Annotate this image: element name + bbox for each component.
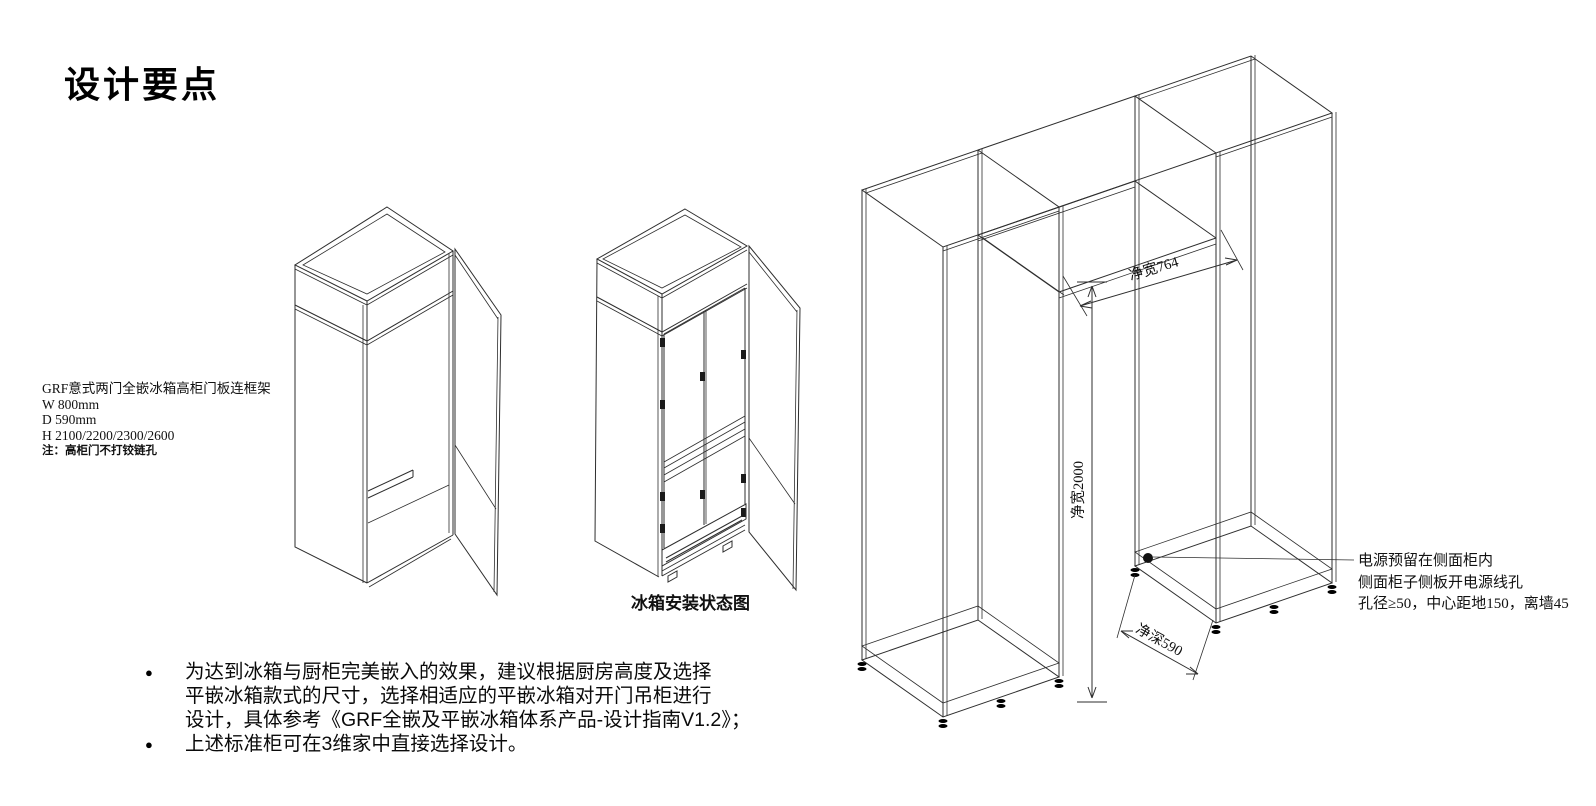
power-note-line: 侧面柜子侧板开电源线孔 bbox=[1358, 574, 1524, 591]
bullet-line: 上述标准柜可在3维家中直接选择设计。 bbox=[185, 733, 528, 755]
bullet-line: 平嵌冰箱款式的尺寸，选择相适应的平嵌冰箱对开门吊柜进行 bbox=[185, 685, 712, 707]
bullet-text: 上述标准柜可在3维家中直接选择设计。 bbox=[185, 732, 527, 756]
bullet-text: 为达到冰箱与厨柜完美嵌入的效果，建议根据厨房高度及选择 平嵌冰箱款式的尺寸，选择… bbox=[185, 660, 751, 732]
bullet-item: ● 上述标准柜可在3维家中直接选择设计。 bbox=[145, 732, 805, 757]
vent-grille bbox=[661, 503, 747, 567]
spec-height: H 2100/2200/2300/2600 bbox=[42, 427, 175, 443]
page-title: 设计要点 bbox=[64, 64, 221, 105]
bullet-line: 设计，具体参考《GRF全嵌及平嵌冰箱体系产品-设计指南V1.2》； bbox=[185, 709, 751, 731]
dim-opening-height: 净宽2000 bbox=[1070, 281, 1107, 703]
spec-note: 注：高柜门不打铰链孔 bbox=[42, 445, 157, 457]
spec-depth: D 590mm bbox=[42, 412, 97, 427]
power-note: 电源预留在侧面柜内 侧面柜子侧板开电源线孔 孔径≥50，中心距地150，离墙45 bbox=[1358, 551, 1596, 616]
bullet-marker: ● bbox=[145, 737, 153, 752]
power-leader-line bbox=[1152, 556, 1355, 561]
bullet-list: ● 为达到冰箱与厨柜完美嵌入的效果，建议根据厨房高度及选择 平嵌冰箱款式的尺寸，… bbox=[145, 660, 805, 757]
dim-net-depth: 净深590 bbox=[1116, 574, 1214, 681]
power-note-line: 孔径≥50，中心距地150，离墙45 bbox=[1358, 596, 1569, 612]
adjustable-feet bbox=[857, 568, 1337, 728]
figure-fridge-installed bbox=[594, 208, 801, 592]
figure-empty-cabinet-frame bbox=[293, 206, 502, 597]
spec-block: GRF意式两门全嵌冰箱高柜门板连框架 W 800mm D 590mm H 210… bbox=[42, 381, 312, 460]
power-note-line: 电源预留在侧面柜内 bbox=[1358, 553, 1494, 569]
dim-label-net-depth: 净深590 bbox=[1133, 620, 1186, 659]
power-hole-dot bbox=[1143, 553, 1153, 563]
spec-title: GRF意式两门全嵌冰箱高柜门板连框架 bbox=[42, 381, 271, 396]
spec-width: W 800mm bbox=[42, 396, 100, 412]
dim-label-opening-height: 净宽2000 bbox=[1070, 461, 1087, 519]
bullet-item: ● 为达到冰箱与厨柜完美嵌入的效果，建议根据厨房高度及选择 平嵌冰箱款式的尺寸，… bbox=[145, 660, 805, 732]
bullet-line: 为达到冰箱与厨柜完美嵌入的效果，建议根据厨房高度及选择 bbox=[185, 661, 712, 683]
foot-blocks bbox=[667, 540, 733, 583]
hinge-marks bbox=[660, 338, 746, 533]
installed-figure-caption: 冰箱安装状态图 bbox=[631, 594, 750, 613]
figure-assembly-drawing: 净宽764 净宽2000 净深590 bbox=[857, 55, 1355, 728]
bullet-marker: ● bbox=[145, 665, 153, 680]
